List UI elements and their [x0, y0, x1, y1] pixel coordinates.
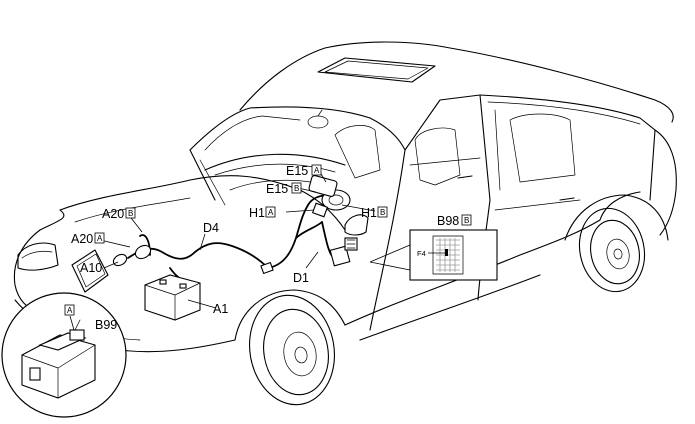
- label-a20b: A20 B: [102, 207, 136, 221]
- fuse-f4-highlight: [445, 249, 448, 256]
- svg-text:B98: B98: [437, 214, 459, 228]
- label-h1a: H1 A: [249, 206, 276, 220]
- wiring-harness: [112, 175, 358, 283]
- svg-text:A: A: [67, 306, 73, 315]
- battery: [144, 274, 201, 321]
- fuse-box-inset: F4: [369, 229, 498, 281]
- svg-text:E15: E15: [266, 182, 288, 196]
- svg-text:B: B: [380, 208, 385, 217]
- svg-text:A: A: [314, 166, 320, 175]
- svg-text:A20: A20: [102, 207, 124, 221]
- label-e15b: E15 B: [266, 182, 302, 196]
- svg-text:H1: H1: [361, 206, 377, 220]
- front-wheel: [248, 294, 336, 406]
- svg-text:A20: A20: [71, 232, 93, 246]
- car-body: [13, 41, 677, 406]
- label-inset-a: A: [64, 304, 75, 316]
- label-e15a: E15 A: [286, 164, 322, 178]
- svg-text:B: B: [294, 184, 299, 193]
- svg-text:B: B: [128, 209, 133, 218]
- label-a20a: A20 A: [71, 232, 105, 246]
- svg-text:E15: E15: [286, 164, 308, 178]
- battery-inset: [1, 292, 127, 418]
- label-a10: A10: [80, 261, 102, 275]
- label-d1: D1: [293, 271, 309, 285]
- svg-text:A: A: [97, 234, 103, 243]
- label-a1: A1: [213, 302, 228, 316]
- label-b98b: B98 B: [437, 214, 472, 228]
- svg-text:B: B: [464, 216, 469, 225]
- label-d4: D4: [203, 221, 219, 235]
- rear-wheel: [578, 207, 646, 293]
- label-h1b: H1 B: [361, 206, 388, 220]
- svg-text:H1: H1: [249, 206, 265, 220]
- svg-text:A: A: [268, 208, 274, 217]
- fuse-f4-label: F4: [417, 249, 426, 258]
- label-b99: B99: [95, 318, 117, 332]
